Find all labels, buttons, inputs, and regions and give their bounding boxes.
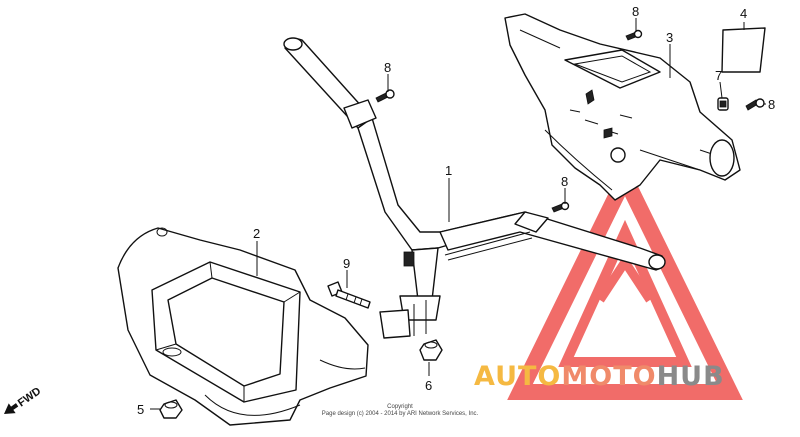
fwd-label: FWD xyxy=(16,385,43,409)
watermark-logo xyxy=(507,159,743,400)
nut-5-icon xyxy=(159,399,183,419)
leader-lines xyxy=(150,18,766,410)
callout-8-top-middle: 8 xyxy=(384,60,391,75)
watermark-auto: AUTO xyxy=(474,361,561,392)
svg-text:AUTOMOTOHUB: AUTOMOTOHUB xyxy=(474,361,725,392)
screw-8d-icon xyxy=(745,98,765,111)
callout-9: 9 xyxy=(343,256,350,271)
callout-4: 4 xyxy=(740,6,747,21)
handlebar-pipe xyxy=(283,37,666,339)
callout-labels: 1 2 3 4 5 6 7 8 8 8 8 9 xyxy=(137,4,775,417)
copyright-line-1: Copyright xyxy=(387,404,413,410)
rear-handle-cover xyxy=(504,13,741,201)
front-handle-cover xyxy=(117,227,369,426)
fasteners xyxy=(159,29,765,419)
watermark-text: AUTOMOTOHUB xyxy=(474,361,725,392)
watermark-moto: MOTO xyxy=(561,361,656,392)
rubber-pad xyxy=(721,27,766,73)
copyright-notice: Copyright Page design (c) 2004 - 2014 by… xyxy=(322,404,479,417)
screw-8a-icon xyxy=(375,89,395,103)
forward-direction-indicator: FWD xyxy=(4,385,43,414)
copyright-line-2: Page design (c) 2004 - 2014 by ARI Netwo… xyxy=(322,411,479,417)
callout-8-far-right: 8 xyxy=(768,97,775,112)
callout-5: 5 xyxy=(137,402,144,417)
callout-1: 1 xyxy=(445,163,452,178)
callout-8-middle: 8 xyxy=(561,174,568,189)
callout-3: 3 xyxy=(666,30,673,45)
callout-8-top-right: 8 xyxy=(632,4,639,19)
bolt-9-icon xyxy=(327,281,371,309)
callout-7: 7 xyxy=(715,68,722,83)
callout-2: 2 xyxy=(253,226,260,241)
watermark-hub: HUB xyxy=(657,361,725,392)
screw-8c-icon xyxy=(551,201,570,213)
nut-7-icon xyxy=(717,97,729,111)
nut-6-icon xyxy=(419,339,443,361)
screw-8b-icon xyxy=(625,29,643,41)
callout-6: 6 xyxy=(425,378,432,393)
forward-arrow-icon xyxy=(4,403,19,414)
